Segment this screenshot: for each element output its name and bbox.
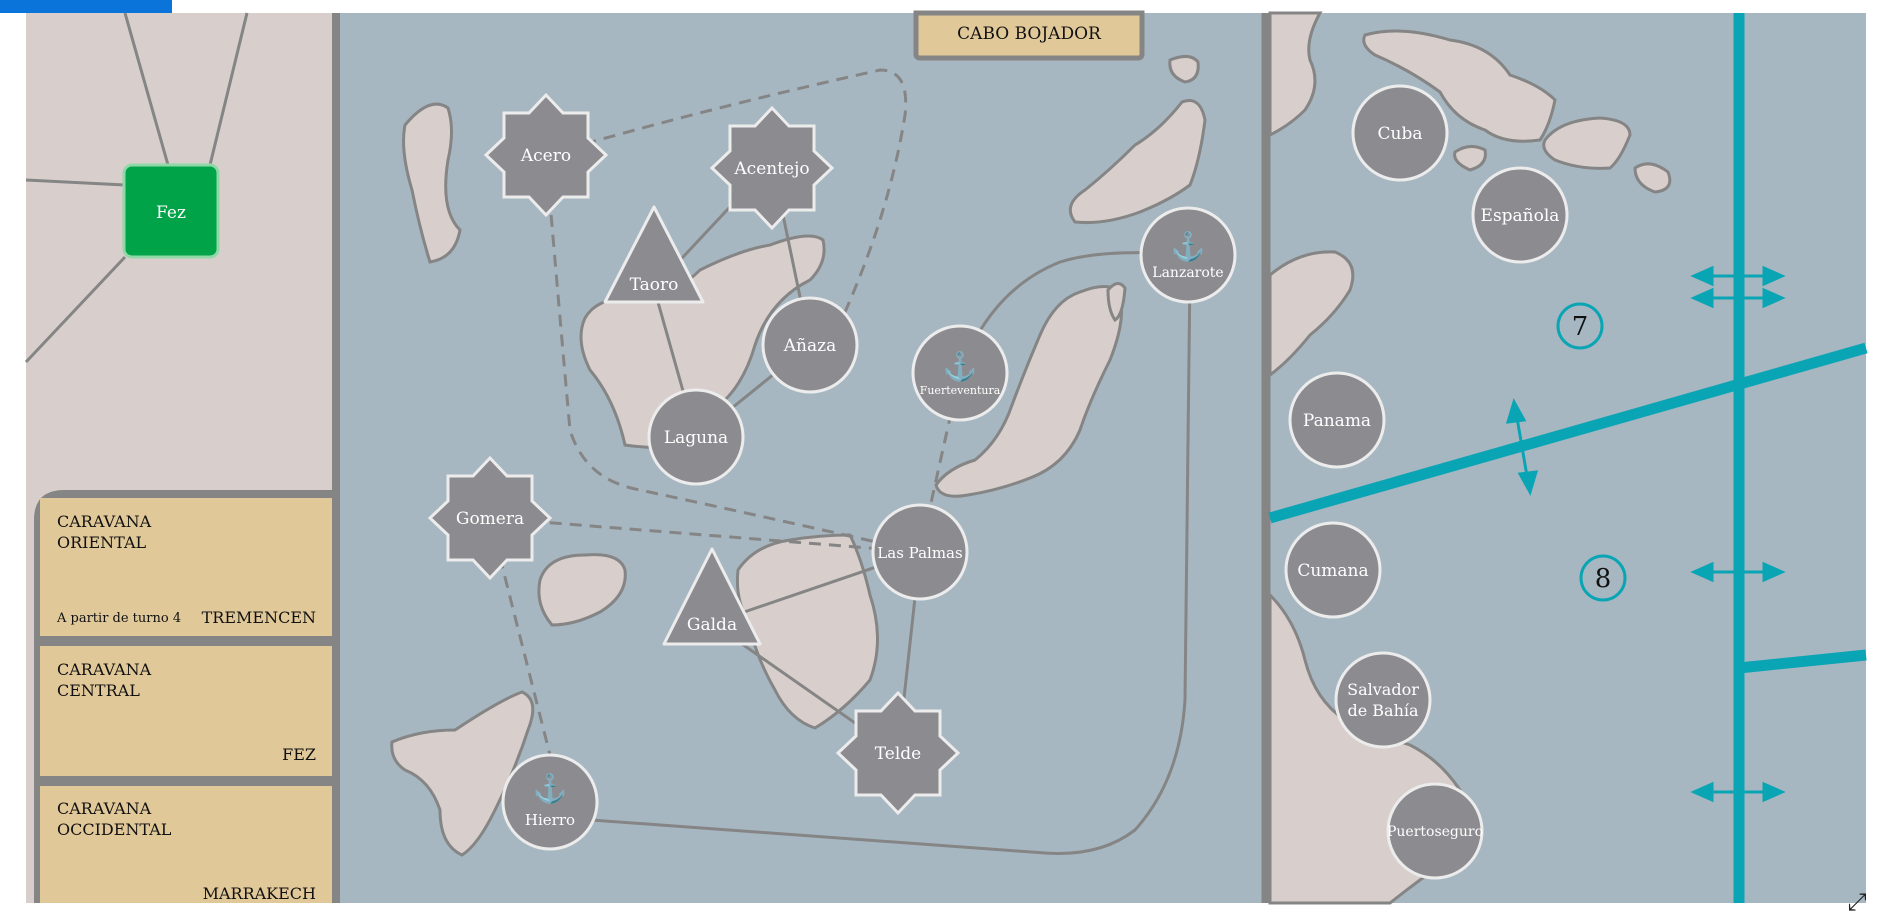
node-gomera-label: Gomera bbox=[456, 509, 524, 529]
node-laguna-label: Laguna bbox=[664, 428, 728, 448]
node-gomera[interactable]: Gomera bbox=[427, 455, 553, 581]
node-puertoseguro-label: Puertoseguro bbox=[1387, 824, 1483, 840]
caravan-central-title-2: CENTRAL bbox=[57, 681, 140, 700]
caravan-oriental-title-2: ORIENTAL bbox=[57, 533, 147, 552]
island-tenerife bbox=[579, 234, 826, 449]
caravan-occidental-destination: MARRAKECH bbox=[203, 884, 316, 903]
caravan-central-title-1: CARAVANA bbox=[57, 660, 152, 679]
sea-zone-8-label: 8 bbox=[1595, 564, 1612, 594]
anchor-icon: ⚓ bbox=[533, 772, 568, 805]
double-arrow-icon bbox=[1505, 398, 1539, 496]
port-hierro[interactable]: ⚓ Hierro bbox=[501, 753, 599, 851]
double-arrow-icon bbox=[1690, 781, 1786, 803]
island-graciosa bbox=[1106, 282, 1127, 323]
city-fez-label: Fez bbox=[156, 203, 186, 223]
port-lanzarote[interactable]: ⚓ Lanzarote bbox=[1139, 206, 1237, 304]
node-puertoseguro[interactable]: Puertoseguro bbox=[1386, 782, 1484, 880]
island-lanzarote bbox=[1068, 99, 1207, 225]
cabo-bojador-label: CABO BOJADOR bbox=[957, 24, 1102, 44]
node-cumana-label: Cumana bbox=[1297, 561, 1368, 581]
island-hierro bbox=[390, 690, 535, 857]
node-panama[interactable]: Panama bbox=[1288, 371, 1386, 469]
node-salvador-label-2: de Bahía bbox=[1347, 701, 1419, 720]
caravan-central-destination: FEZ bbox=[282, 745, 316, 764]
node-taoro-label: Taoro bbox=[630, 275, 679, 295]
sea-zone-7-label: 7 bbox=[1572, 312, 1589, 342]
island-cuba bbox=[1362, 29, 1557, 143]
node-anaza-label: Añaza bbox=[783, 336, 836, 356]
node-salvador-label-1: Salvador bbox=[1347, 680, 1419, 699]
port-fuerteventura[interactable]: ⚓ Fuerteventura bbox=[911, 324, 1009, 422]
node-panama-label: Panama bbox=[1303, 411, 1371, 431]
node-las-palmas-label: Las Palmas bbox=[877, 544, 962, 562]
port-lanzarote-label: Lanzarote bbox=[1152, 265, 1223, 281]
caravan-oriental-note: A partir de turno 4 bbox=[56, 611, 181, 626]
node-las-palmas[interactable]: Las Palmas bbox=[871, 503, 969, 601]
node-espanola-label: Española bbox=[1481, 206, 1560, 226]
island-la-palma bbox=[402, 102, 462, 264]
atlantic-route-lines bbox=[1268, 13, 1868, 903]
node-galda[interactable]: Galda bbox=[662, 547, 762, 646]
double-arrow-icon bbox=[1690, 561, 1786, 583]
canary-islands bbox=[390, 55, 1207, 857]
top-accent-bar bbox=[0, 0, 172, 13]
double-arrow-icon bbox=[1690, 287, 1786, 309]
expand-icon[interactable]: ⤢ bbox=[1847, 888, 1867, 916]
island-puerto-rico bbox=[1633, 162, 1672, 194]
node-acero[interactable]: Acero bbox=[483, 92, 609, 218]
caravan-card-oriental[interactable]: CARAVANA ORIENTAL A partir de turno 4 TR… bbox=[40, 498, 332, 636]
port-hierro-label: Hierro bbox=[525, 811, 575, 829]
anchor-icon: ⚓ bbox=[943, 350, 978, 383]
node-laguna[interactable]: Laguna bbox=[647, 388, 745, 486]
node-acentejo[interactable]: Acentejo bbox=[709, 105, 835, 231]
node-taoro[interactable]: Taoro bbox=[603, 205, 705, 304]
caravan-oriental-destination: TREMENCEN bbox=[202, 608, 316, 627]
port-fuerteventura-label: Fuerteventura bbox=[920, 384, 1001, 397]
node-galda-label: Galda bbox=[687, 615, 737, 635]
island-gomera bbox=[537, 553, 627, 627]
sea-zone-7[interactable]: 7 bbox=[1556, 302, 1604, 350]
caravan-oriental-title-1: CARAVANA bbox=[57, 512, 152, 531]
island-fuerteventura bbox=[934, 285, 1124, 498]
node-telde-label: Telde bbox=[875, 744, 921, 764]
city-fez[interactable]: Fez bbox=[122, 163, 220, 259]
node-anaza[interactable]: Añaza bbox=[761, 296, 859, 394]
sea-zone-8[interactable]: 8 bbox=[1579, 554, 1627, 602]
anchor-icon: ⚓ bbox=[1171, 230, 1206, 263]
node-cuba-label: Cuba bbox=[1378, 124, 1423, 144]
cabo-bojador-box[interactable]: CABO BOJADOR bbox=[913, 10, 1145, 61]
node-cuba[interactable]: Cuba bbox=[1351, 84, 1449, 182]
node-acero-label: Acero bbox=[520, 146, 571, 166]
caravan-occidental-title-2: OCCIDENTAL bbox=[57, 820, 172, 839]
island-lobos bbox=[1168, 55, 1200, 84]
wind-arrows bbox=[1505, 265, 1786, 803]
land-north-coast bbox=[1268, 11, 1323, 138]
caravan-card-occidental[interactable]: CARAVANA OCCIDENTAL MARRAKECH bbox=[40, 786, 332, 903]
island-cay bbox=[1453, 145, 1487, 172]
africa-region-borders bbox=[24, 12, 249, 364]
node-telde[interactable]: Telde bbox=[835, 690, 961, 816]
node-acentejo-label: Acentejo bbox=[733, 159, 809, 179]
node-salvador-de-bahia[interactable]: Salvador de Bahía bbox=[1334, 651, 1432, 749]
island-hispaniola bbox=[1542, 116, 1632, 170]
caravan-card-central[interactable]: CARAVANA CENTRAL FEZ bbox=[40, 646, 332, 776]
node-cumana[interactable]: Cumana bbox=[1284, 521, 1382, 619]
double-arrow-icon bbox=[1690, 265, 1786, 287]
land-central-america bbox=[1268, 250, 1355, 379]
caravan-panel: CARAVANA ORIENTAL A partir de turno 4 TR… bbox=[34, 490, 336, 903]
node-espanola[interactable]: Española bbox=[1471, 166, 1569, 264]
caravan-occidental-title-1: CARAVANA bbox=[57, 799, 152, 818]
